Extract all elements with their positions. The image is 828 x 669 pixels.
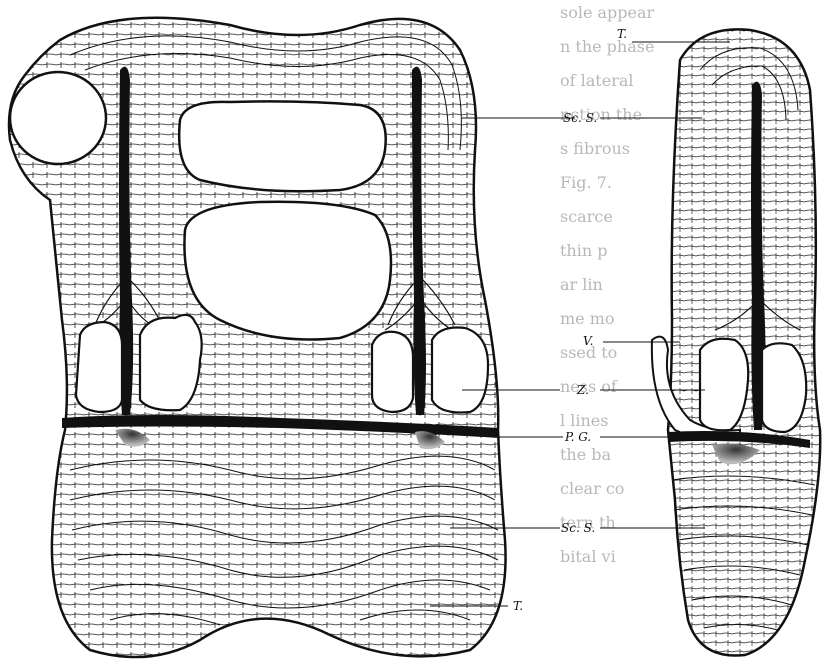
label-bottom-t: T. xyxy=(513,599,523,613)
label-v: V. xyxy=(583,334,593,348)
nodule-4 xyxy=(432,328,488,413)
label-group: T. Sc. S. V. Z. P. G. Sc. S. T. xyxy=(513,27,627,613)
nodule-5 xyxy=(700,339,748,431)
right-outline xyxy=(668,29,820,655)
nodule-6 xyxy=(762,343,806,432)
label-pg: P. G. xyxy=(564,430,591,444)
label-z: Z. xyxy=(576,383,589,397)
label-top-t: T. xyxy=(617,27,627,41)
label-upper-scs: Sc. S. xyxy=(563,111,597,125)
left-section xyxy=(9,18,506,657)
nodule-3 xyxy=(372,332,413,412)
label-lower-scs: Sc. S. xyxy=(561,521,595,535)
left-oval-cavity xyxy=(10,72,106,164)
nodule-1 xyxy=(76,322,122,412)
nodule-2 xyxy=(140,315,202,410)
lower-chamber xyxy=(184,202,391,340)
upper-chamber xyxy=(179,101,386,191)
